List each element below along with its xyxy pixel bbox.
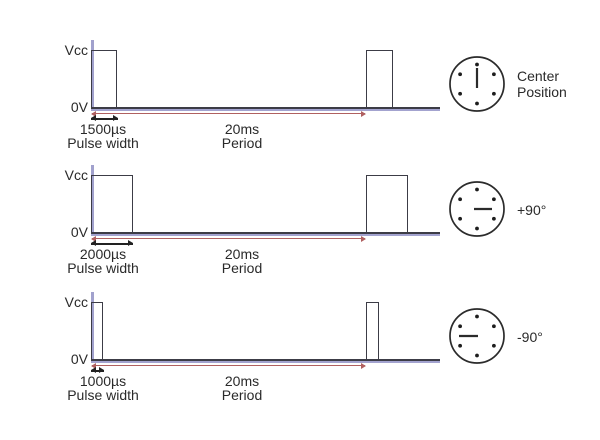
period-value: 20ms [224,373,260,389]
pulse-width-caption: Pulse width [67,387,139,403]
position-label: +90° [517,202,547,218]
zero-volts-label: 0V [70,99,88,115]
arrowhead-right-icon [113,115,118,122]
signal-baseline [91,107,440,109]
arrowhead-right-icon [361,110,366,117]
servo-dial-icon [449,56,505,112]
arrowhead-right-icon [99,367,104,374]
vcc-label: Vcc [64,167,88,183]
vcc-label: Vcc [64,42,88,58]
period-caption: Period [221,387,263,403]
pulse-width-value: 1500µs [79,121,127,137]
voltage-axis-line [91,165,94,236]
pulse-width-span-arrow [91,367,104,374]
pulse-width-span-arrow [91,115,118,122]
pwm-pulse-first [91,175,133,234]
arrowhead-left-icon [91,235,96,242]
pulse-width-caption: Pulse width [67,135,139,151]
signal-baseline [91,359,440,361]
signal-row-minus90: Vcc 0V 1000µs Pulse width 20ms Period -9… [0,286,600,411]
arrowhead-left-icon [91,240,96,247]
pwm-pulse-first [91,50,117,109]
period-span-arrow [91,235,366,242]
position-label: -90° [517,329,543,345]
pulse-width-span-arrow [91,240,133,247]
pulse-width-caption: Pulse width [67,260,139,276]
pulse-width-value: 2000µs [79,246,127,262]
time-axis-line [91,108,440,112]
signal-row-center: Vcc 0V 1500µs Pulse width 20ms Period Ce… [0,34,600,159]
signal-row-plus90: Vcc 0V 2000µs Pulse width 20ms Period +9… [0,159,600,284]
pulse-width-value: 1000µs [79,373,127,389]
pwm-pulse-second [366,175,408,234]
arrowhead-left-icon [91,115,96,122]
arrowhead-left-icon [91,110,96,117]
servo-dial-icon [449,308,505,364]
zero-volts-label: 0V [70,224,88,240]
period-span-arrow [91,110,366,117]
time-axis-line [91,360,440,364]
arrowhead-right-icon [361,362,366,369]
arrowhead-left-icon [91,362,96,369]
position-label: Center Position [517,68,567,100]
period-caption: Period [221,135,263,151]
period-caption: Period [221,260,263,276]
servo-dial-icon [449,181,505,237]
arrowhead-right-icon [128,240,133,247]
pwm-pulse-second [366,302,379,361]
zero-volts-label: 0V [70,351,88,367]
time-axis-line [91,233,440,237]
arrowhead-right-icon [361,235,366,242]
period-value: 20ms [224,121,260,137]
pwm-pulse-first [91,302,103,361]
voltage-axis-line [91,40,94,111]
pwm-pulse-second [366,50,393,109]
voltage-axis-line [91,292,94,363]
period-value: 20ms [224,246,260,262]
signal-baseline [91,232,440,234]
period-span-arrow [91,362,366,369]
arrowhead-left-icon [91,367,96,374]
vcc-label: Vcc [64,294,88,310]
